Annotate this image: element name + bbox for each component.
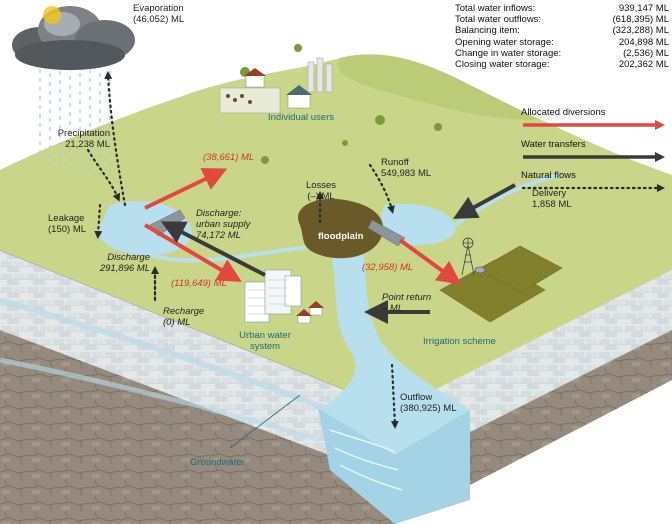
- stats-row-balancing: Balancing item:(323,288) ML: [455, 25, 669, 37]
- transfer-arrow-delivery: [452, 183, 516, 219]
- red-arrow-icon: [523, 120, 665, 130]
- factory-icon: [307, 57, 333, 93]
- allocated-diversions: [143, 168, 462, 285]
- stats-row-closing: Closing water storage:202,362 ML: [455, 59, 669, 71]
- water-transfers: [160, 183, 516, 324]
- recharge-label: Recharge(0) ML: [163, 306, 205, 328]
- groundwater-pointer: [229, 394, 301, 449]
- legend: Allocated diversions Water transfers Nat…: [521, 107, 671, 193]
- leakage-label: Leakage(150) ML: [48, 213, 87, 235]
- runoff-flow: [368, 163, 395, 214]
- diversion-arrow-irrigation: [398, 238, 462, 285]
- losses-label: Losses(–) ML: [305, 180, 337, 202]
- city-buildings-icon: [244, 269, 324, 324]
- legend-item-natural-flows: Natural flows: [521, 170, 671, 193]
- outflow-label: Outflow(380,925) ML: [400, 392, 457, 414]
- irrigation-scheme-label: Irrigation scheme: [423, 336, 496, 347]
- individual-users-flow-label: (38,661) ML: [203, 152, 255, 163]
- legend-item-water-transfers: Water transfers: [521, 139, 671, 162]
- floodplain: [298, 198, 384, 259]
- cloud-icon: [12, 6, 135, 178]
- water-features: [0, 173, 561, 524]
- groundwater-label: Groundwater: [190, 457, 245, 468]
- waterfall: [318, 408, 470, 524]
- stats-row-inflows: Total water inflows:939,147 ML: [455, 3, 669, 14]
- leakage-flow: [94, 203, 103, 239]
- right-reservoir: [381, 203, 456, 246]
- natural-flows: [86, 71, 399, 429]
- evaporation-label: Evaporation(46,052) ML: [133, 3, 185, 25]
- individual-users-label: Individual users: [268, 112, 335, 123]
- farm-house-icon: [219, 68, 312, 114]
- crop-field-icon: [439, 245, 563, 323]
- water-balance-summary: Total water inflows:939,147 ML Total wat…: [455, 3, 669, 70]
- stats-row-change: Change in water storage:(2,536) ML: [455, 47, 669, 59]
- irrigation-flow-label: (32,958) ML: [362, 262, 414, 273]
- diversion-arrow-urban: [143, 223, 242, 283]
- evaporation-flow: [104, 71, 127, 207]
- precipitation-flow: [86, 148, 121, 202]
- transfer-arrow-urban-discharge: [160, 221, 266, 277]
- legend-item-allocated-diversions: Allocated diversions: [521, 107, 671, 130]
- diversion-arrow-individual-users: [144, 168, 228, 210]
- stats-row-outflows: Total water outflows:(618,395) ML: [455, 14, 669, 26]
- floodplain-label: floodplain: [318, 231, 364, 242]
- urban-flow-label: (119,649) ML: [171, 278, 227, 289]
- windmill-icon: [461, 237, 486, 276]
- outflow-flow: [390, 363, 399, 429]
- dotted-arrow-icon: [521, 184, 665, 192]
- dark-arrow-icon: [523, 151, 665, 162]
- stats-row-opening: Opening water storage:204,898 ML: [455, 36, 669, 48]
- river: [320, 224, 470, 460]
- tree-icon: [240, 44, 442, 164]
- point-return-label: Point return– ML: [382, 292, 432, 314]
